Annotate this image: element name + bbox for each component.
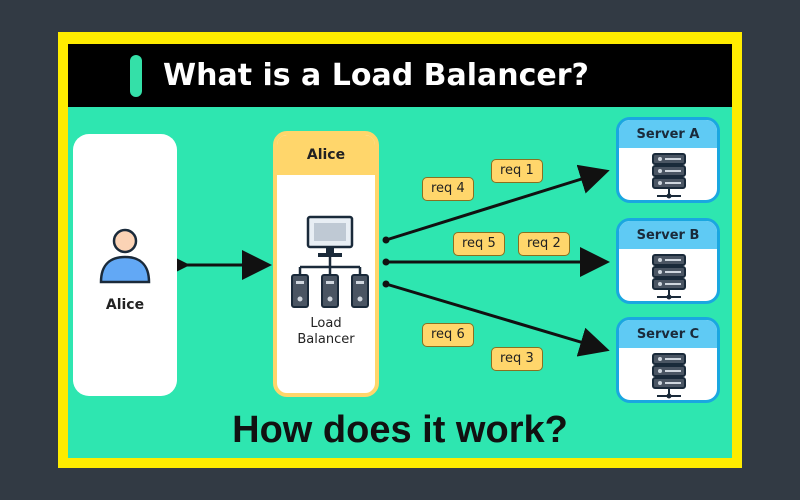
request-tag: req 5	[453, 232, 505, 256]
title-bar: What is a Load Balancer?	[68, 44, 732, 107]
load-balancer-card: Alice Load Balancer	[273, 131, 379, 397]
request-tag: req 3	[491, 347, 543, 371]
origin-dot-c	[382, 280, 390, 288]
server-c-card: Server C	[616, 317, 720, 403]
server-icon	[652, 153, 686, 199]
arrow-to-server-a	[385, 164, 610, 242]
server-b-card: Server B	[616, 218, 720, 304]
origin-dot-b	[382, 258, 390, 266]
arrow-to-server-c	[385, 282, 610, 357]
origin-dot-a	[382, 236, 390, 244]
request-tag: req 4	[422, 177, 474, 201]
server-c-label: Server C	[619, 320, 717, 348]
subtitle: How does it work?	[232, 409, 568, 451]
user-card: Alice	[73, 134, 177, 396]
network-icon	[291, 215, 369, 308]
load-balancer-header: Alice	[277, 135, 375, 175]
request-tag: req 2	[518, 232, 570, 256]
server-icon	[652, 254, 686, 300]
page-title: What is a Load Balancer?	[163, 58, 589, 93]
request-tag: req 1	[491, 159, 543, 183]
diagram-canvas: What is a Load Balancer? Alice Alice	[68, 44, 732, 458]
server-a-card: Server A	[616, 117, 720, 203]
server-icon	[652, 353, 686, 399]
user-icon	[99, 228, 151, 284]
request-tag: req 6	[422, 323, 474, 347]
user-label: Alice	[105, 297, 145, 313]
load-balancer-label: Load Balancer	[297, 316, 355, 347]
server-b-label: Server B	[619, 221, 717, 249]
server-a-label: Server A	[619, 120, 717, 148]
connection-arrows	[160, 164, 610, 357]
title-accent-pill	[130, 55, 142, 97]
